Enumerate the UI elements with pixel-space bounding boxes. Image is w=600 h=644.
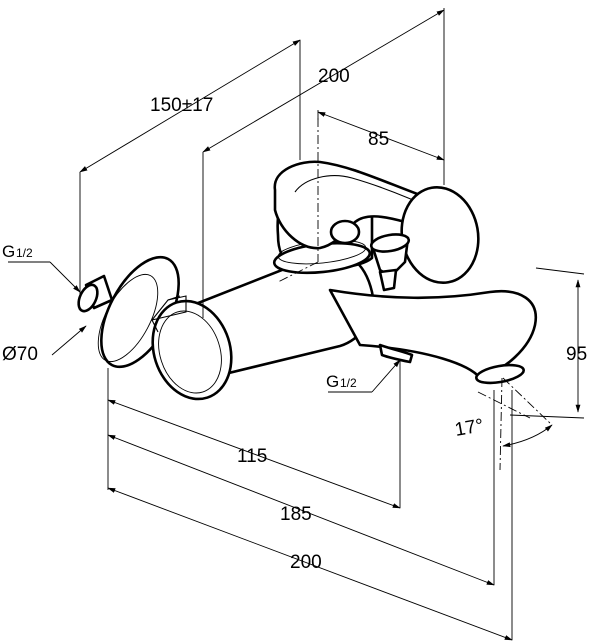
diverter-cap [151,299,233,401]
thread-label-left: G 1/2 [2,242,33,261]
svg-text:G: G [326,372,339,391]
dim-115-label: 115 [237,446,267,467]
svg-text:1/2: 1/2 [340,376,357,390]
dim-95-label: 95 [566,344,587,365]
svg-text:G: G [2,242,15,261]
dim-200-top-label: 200 [318,66,350,87]
dim-150-label: 150±17 [150,95,213,116]
dia-70-label: Ø70 [2,344,38,365]
dim-185-label: 185 [280,504,312,525]
lever-handle[interactable] [273,160,457,250]
spout [328,288,538,380]
spout-base [378,343,414,364]
thread-label-right: G 1/2 [326,372,357,391]
spout-outlet [475,363,525,385]
dimension-lines [8,8,585,641]
lever-hub [329,219,361,245]
angle-label: 17° [453,415,485,441]
dim-200-bottom-label: 200 [290,552,322,573]
dim-85-label: 85 [368,129,389,150]
faucet-body [77,160,538,401]
svg-text:1/2: 1/2 [16,246,33,260]
